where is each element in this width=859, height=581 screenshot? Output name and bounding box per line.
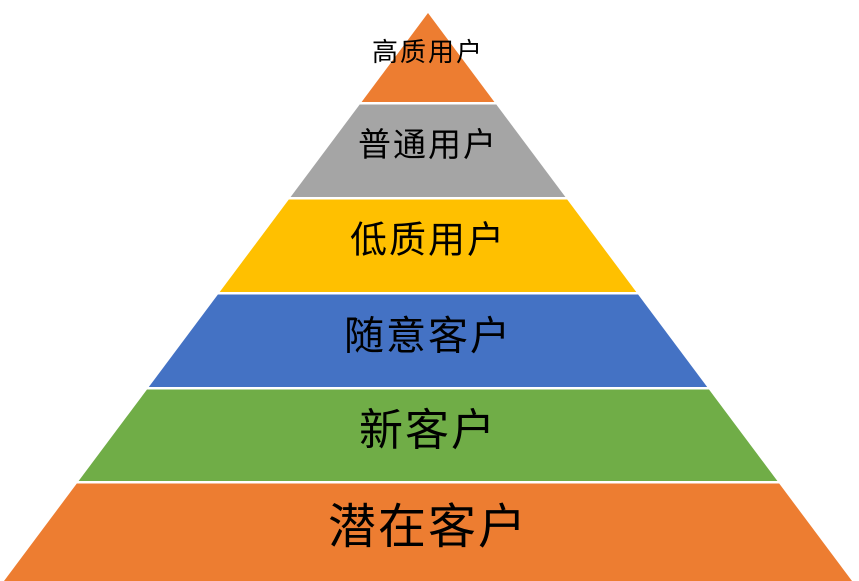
pyramid-level-shape-2 <box>290 104 566 197</box>
pyramid-level-shape-1 <box>361 13 495 102</box>
pyramid-level-label-5: 新客户 <box>359 406 497 455</box>
pyramid-level-label-2: 普通用户 <box>358 127 498 164</box>
pyramid-level-shape-6 <box>4 483 852 581</box>
pyramid-level-shape-4 <box>148 294 708 387</box>
pyramid-level-shape-5 <box>78 389 778 481</box>
pyramid-level-label-6: 潜在客户 <box>328 501 528 554</box>
pyramid-level-label-3: 低质用户 <box>350 219 506 261</box>
pyramid-level-label-4: 随意客户 <box>344 313 512 358</box>
pyramid-level-label-1: 高质用户 <box>372 38 484 67</box>
pyramid-level-shape-3 <box>219 199 637 292</box>
